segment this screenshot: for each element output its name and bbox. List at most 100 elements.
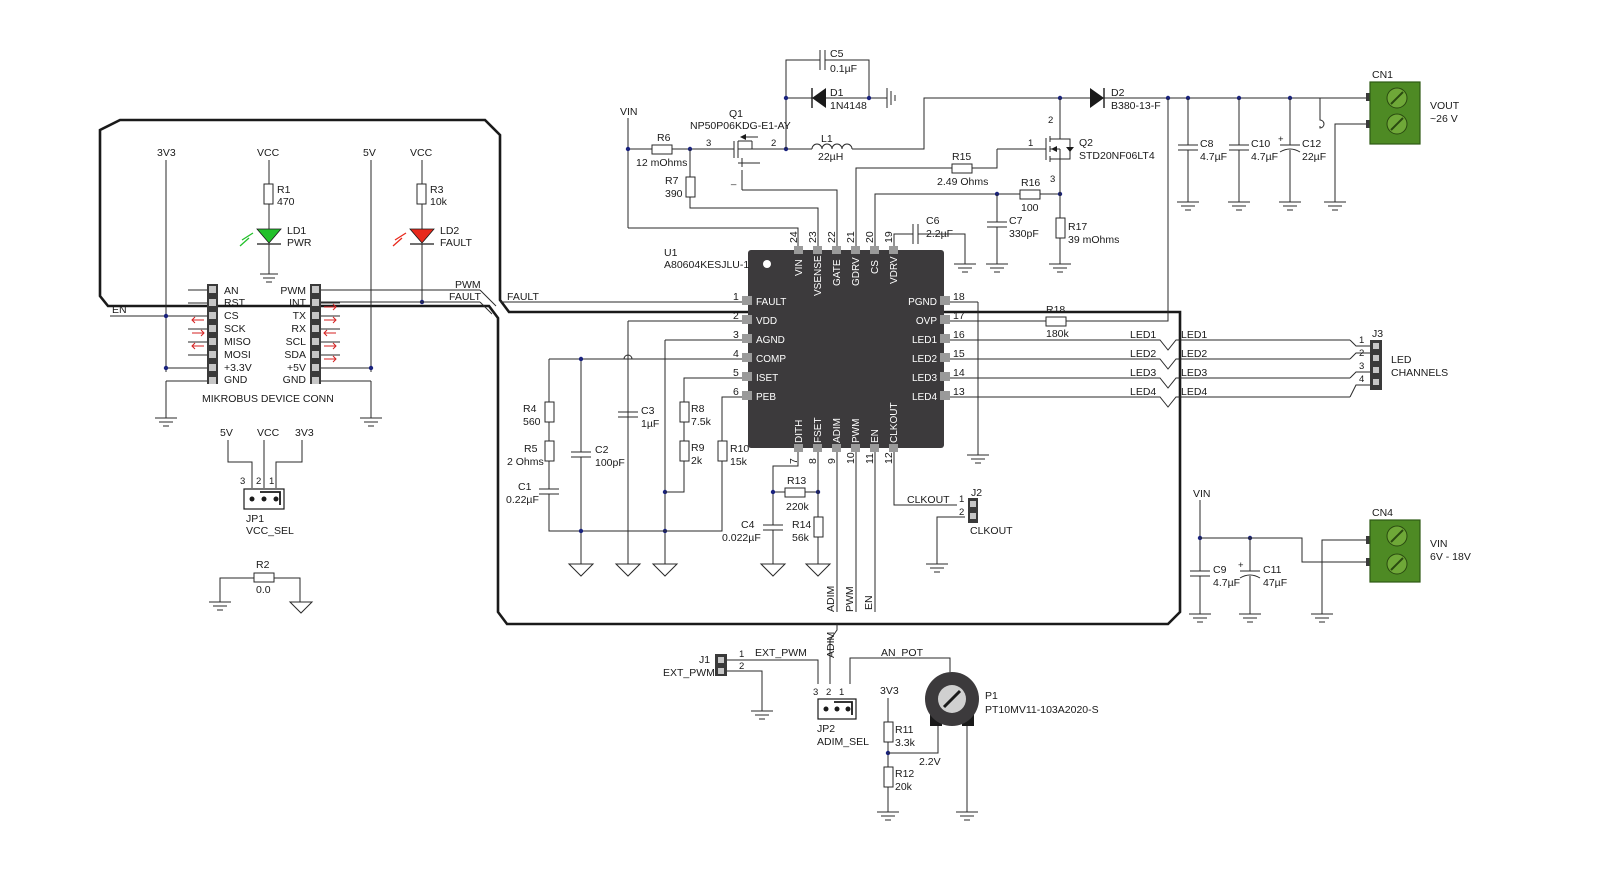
- svg-text:LED1: LED1: [1130, 329, 1156, 341]
- svg-text:SCK: SCK: [224, 323, 246, 335]
- svg-text:CHANNELS: CHANNELS: [1391, 367, 1448, 379]
- svg-text:+: +: [1238, 560, 1244, 571]
- svg-text:R11: R11: [895, 724, 914, 736]
- svg-text:RX: RX: [291, 323, 306, 335]
- svg-text:C3: C3: [641, 405, 655, 417]
- svg-text:C6: C6: [926, 215, 940, 227]
- svg-text:VIN: VIN: [1193, 488, 1211, 500]
- svg-text:PWM: PWM: [844, 586, 856, 612]
- ground-icon: [926, 563, 948, 573]
- svg-text:1: 1: [733, 291, 739, 303]
- svg-text:R15: R15: [952, 151, 971, 163]
- svg-text:220k: 220k: [786, 501, 810, 513]
- svg-text:J3: J3: [1372, 328, 1383, 340]
- svg-text:VIN: VIN: [620, 106, 638, 118]
- svg-text:14: 14: [953, 367, 965, 379]
- svg-text:C7: C7: [1009, 215, 1023, 227]
- ground-icon: [209, 601, 231, 611]
- svg-text:VCC: VCC: [257, 427, 280, 439]
- ground-icon: [1324, 201, 1346, 211]
- svg-text:LED3: LED3: [1130, 367, 1156, 379]
- svg-text:10k: 10k: [430, 196, 448, 208]
- ground-icon: [967, 454, 989, 464]
- capacitor-c2: [571, 451, 591, 458]
- svg-text:LED4: LED4: [912, 392, 937, 403]
- svg-text:0.0: 0.0: [256, 584, 271, 596]
- screw-terminal-icon[interactable]: [1366, 519, 1421, 583]
- ground-icon: [260, 273, 278, 283]
- svg-text:RST: RST: [224, 297, 246, 309]
- svg-text:MOSI: MOSI: [224, 349, 251, 361]
- svg-text:FAULT: FAULT: [449, 291, 481, 303]
- svg-text:2: 2: [733, 310, 739, 322]
- led-red-icon: [409, 228, 435, 244]
- svg-text:24: 24: [788, 231, 800, 243]
- ground-icon: [751, 710, 773, 720]
- svg-text:R14: R14: [792, 519, 811, 531]
- screw-terminal-icon[interactable]: [1366, 81, 1421, 145]
- header-j1[interactable]: [715, 654, 727, 676]
- diode-d1: [811, 88, 826, 108]
- svg-text:16: 16: [953, 329, 965, 341]
- resistor-r15: [951, 163, 973, 174]
- svg-text:+3.3V: +3.3V: [224, 362, 252, 374]
- resistor-r13: [784, 487, 806, 498]
- svg-text:8: 8: [807, 458, 819, 464]
- svg-text:R18: R18: [1046, 304, 1065, 316]
- svg-text:2: 2: [1359, 348, 1364, 359]
- svg-text:5: 5: [733, 367, 739, 379]
- resistor-r2: [253, 572, 275, 583]
- svg-text:20k: 20k: [895, 781, 913, 793]
- svg-text:2: 2: [826, 687, 831, 698]
- svg-text:9: 9: [826, 458, 838, 464]
- svg-text:1: 1: [839, 687, 844, 698]
- u1-left-pin-names: FAULT VDD AGND COMP ISET PEB: [756, 297, 786, 403]
- resistor-r12: [883, 766, 894, 788]
- svg-text:3: 3: [1050, 174, 1055, 185]
- svg-text:1µF: 1µF: [641, 418, 659, 430]
- svg-text:3V3: 3V3: [880, 685, 899, 697]
- svg-text:LED4: LED4: [1181, 386, 1207, 398]
- u1-right-pin-names: PGND OVP LED1 LED2 LED3 LED4: [908, 297, 937, 403]
- resistor-r16: [1019, 189, 1041, 200]
- svg-text:J2: J2: [971, 487, 982, 499]
- capacitor-c3: [618, 411, 638, 418]
- mikrobus-title: MIKROBUS DEVICE CONN: [202, 393, 334, 405]
- svg-text:~26 V: ~26 V: [1430, 113, 1458, 125]
- svg-text:0.022µF: 0.022µF: [722, 532, 761, 544]
- header-j2[interactable]: [968, 498, 978, 523]
- resistor-r18: [1045, 316, 1067, 327]
- svg-text:2: 2: [739, 661, 744, 672]
- ground-icon: [1177, 201, 1199, 211]
- svg-text:AGND: AGND: [756, 335, 785, 346]
- svg-text:2.2V: 2.2V: [919, 756, 941, 768]
- svg-text:1N4148: 1N4148: [830, 100, 867, 112]
- svg-text:R10: R10: [730, 443, 749, 455]
- jumper-jp2[interactable]: [817, 698, 857, 720]
- svg-text:D1: D1: [830, 87, 844, 99]
- ground-icon: [155, 417, 177, 427]
- svg-text:2: 2: [256, 476, 261, 487]
- capacitor-c6: [912, 224, 919, 244]
- svg-text:4: 4: [733, 348, 739, 360]
- header-j3[interactable]: [1370, 340, 1382, 390]
- svg-text:J1: J1: [699, 654, 710, 666]
- diode-d2: [1090, 88, 1105, 108]
- svg-text:0.22µF: 0.22µF: [506, 494, 539, 506]
- ground-icon: [1189, 613, 1211, 623]
- u1-pin-numbers: 1 2 3 4 5 6 18 17 16 15 14 13 24 23 22 2…: [733, 231, 965, 464]
- svg-text:2.49 Ohms: 2.49 Ohms: [937, 176, 988, 188]
- jumper-jp1[interactable]: [243, 488, 285, 510]
- potentiometer-icon[interactable]: [925, 672, 979, 726]
- svg-text:22: 22: [826, 231, 838, 243]
- capacitor-c10: [1229, 144, 1249, 151]
- analog-ground-icon: [288, 601, 314, 614]
- svg-text:LED3: LED3: [912, 373, 937, 384]
- capacitor-c8: [1178, 144, 1198, 151]
- svg-text:ADIM_SEL: ADIM_SEL: [817, 736, 869, 748]
- power-label-vcc-ld1: VCC: [257, 147, 280, 159]
- svg-text:1: 1: [739, 649, 744, 660]
- svg-text:C8: C8: [1200, 138, 1214, 150]
- svg-text:GND: GND: [224, 374, 248, 386]
- svg-text:AN_POT: AN_POT: [881, 647, 924, 659]
